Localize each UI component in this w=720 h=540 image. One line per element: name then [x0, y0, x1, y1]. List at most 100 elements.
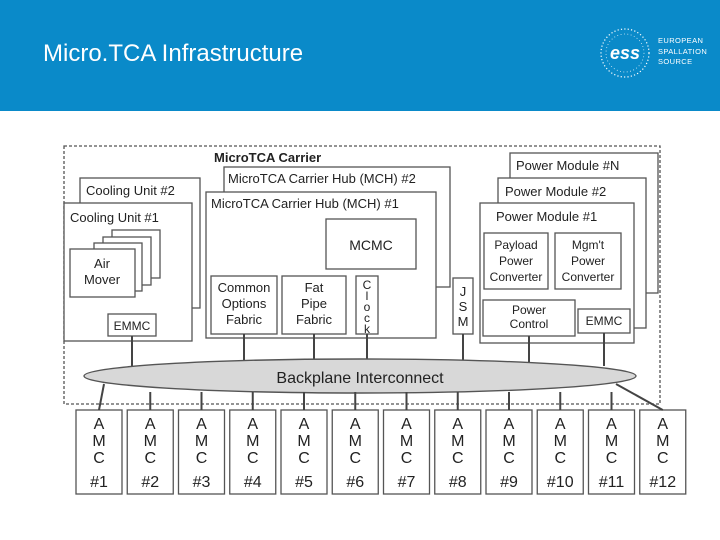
jsm-label: M [458, 314, 469, 329]
power-emmc [577, 308, 631, 334]
amc-slot-label: M [92, 433, 105, 450]
amc-slot-number: #5 [295, 474, 313, 491]
mgmt-power-converter-label: Converter [562, 270, 615, 284]
mgmt-power-converter [554, 232, 622, 290]
amc-slot-number: #9 [500, 474, 518, 491]
power-module-n-label: Power Module #N [516, 158, 619, 173]
amc-slot-label: C [144, 450, 156, 467]
amc-slot-number: #10 [547, 474, 574, 491]
common-options-fabric [210, 275, 278, 335]
amc-slot-label: C [196, 450, 208, 467]
common-options-fabric-label: Options [222, 296, 267, 311]
payload-power-converter [483, 232, 549, 290]
mch-2-label: MicroTCA Carrier Hub (MCH) #2 [228, 171, 416, 186]
amc-slot-label: C [401, 450, 413, 467]
clock-label: o [364, 300, 371, 314]
backplane-interconnect [83, 358, 637, 394]
jsm-label: S [459, 299, 468, 314]
amc-slot-label: A [452, 416, 463, 433]
amc-slot-number: #7 [398, 474, 416, 491]
power-emmc-label: EMMC [586, 314, 623, 328]
amc-slot-label: M [297, 433, 310, 450]
carrier-outline [63, 145, 661, 405]
amc-slot-label: A [657, 416, 668, 433]
amc-slot-label: A [145, 416, 156, 433]
amc-slot-label: A [401, 416, 412, 433]
amc-slot [280, 409, 328, 495]
ess-logo-mark: ess [600, 28, 650, 78]
clock-label: C [363, 278, 372, 292]
amc-slot-label: A [606, 416, 617, 433]
amc-slot-number: #6 [346, 474, 364, 491]
logo-line: SPALLATION [658, 46, 708, 56]
payload-power-converter-label: Converter [490, 270, 543, 284]
mgmt-power-converter-label: Mgm't [572, 238, 605, 252]
amc-slot-label: M [656, 433, 669, 450]
amc-slot [382, 409, 431, 495]
amc-slot-number: #4 [244, 474, 262, 491]
amc-slot-label: C [606, 450, 618, 467]
amc-slot-number: #3 [193, 474, 211, 491]
amc-slot-label: A [299, 416, 310, 433]
amc-slot-label: C [93, 450, 105, 467]
logo-line: EUROPEAN [658, 36, 704, 45]
cooling-unit-2-label: Cooling Unit #2 [86, 183, 175, 198]
amc-slot-label: A [196, 416, 207, 433]
jsm-label: J [460, 284, 467, 299]
amc-slot-label: M [554, 433, 567, 450]
amc-slot-label: C [554, 450, 566, 467]
common-options-fabric-label: Common [218, 280, 271, 295]
logo-line: SOURCE [658, 57, 693, 66]
amc-slot-label: A [350, 416, 361, 433]
mch-1-label: MicroTCA Carrier Hub (MCH) #1 [211, 196, 399, 211]
amc-slot [331, 409, 379, 495]
mcmc-label: MCMC [349, 237, 393, 253]
amc-slot-label: C [657, 450, 669, 467]
payload-power-converter-label: Payload [494, 238, 537, 252]
amc-slot-label: C [298, 450, 310, 467]
ess-logo-text: EUROPEAN SPALLATION SOURCE [658, 36, 707, 68]
amc-slot [485, 409, 533, 495]
amc-slot-label: M [349, 433, 362, 450]
amc-connector-line [98, 383, 105, 411]
amc-slot [434, 409, 482, 495]
slide-title: Micro.TCA Infrastructure [43, 40, 304, 67]
amc-slot-number: #11 [599, 474, 625, 491]
amc-slot [639, 409, 687, 495]
amc-slot-label: M [144, 433, 157, 450]
mgmt-power-converter-label: Power [571, 254, 605, 268]
amc-slot-label: C [349, 450, 361, 467]
amc-slot-number: #8 [449, 474, 467, 491]
clock-label: c [364, 311, 370, 325]
backplane-label: Backplane Interconnect [276, 370, 444, 387]
payload-power-converter-label: Power [499, 254, 533, 268]
power-control-label: Power [512, 303, 546, 317]
ess-logo-wordmark: ess [610, 43, 640, 63]
amc-slot-number: #12 [649, 474, 676, 491]
amc-slot-label: C [503, 450, 515, 467]
amc-slot-label: M [400, 433, 413, 450]
amc-slot-label: M [502, 433, 515, 450]
amc-slot-number: #2 [141, 474, 159, 491]
cooling-unit-1-label: Cooling Unit #1 [70, 210, 159, 225]
amc-slot-label: M [195, 433, 208, 450]
title-bar: Micro.TCA Infrastructure ess EUROPEAN SP… [0, 0, 720, 111]
clock-label: k [364, 322, 371, 336]
air-mover-label: Air [94, 256, 111, 271]
power-control-label: Control [510, 317, 549, 331]
amc-slot-label: M [246, 433, 259, 450]
amc-slot-label: A [247, 416, 258, 433]
cooling-emmc-label: EMMC [114, 319, 151, 333]
amc-connector-line [615, 383, 664, 411]
power-module-2-label: Power Module #2 [505, 184, 606, 199]
air-mover-label: Mover [84, 272, 121, 287]
amc-slot [587, 409, 636, 495]
amc-slot-number: #1 [90, 474, 108, 491]
amc-slot [126, 409, 174, 495]
amc-slot-label: A [504, 416, 515, 433]
power-module-1-label: Power Module #1 [496, 209, 597, 224]
amc-slot-label: C [452, 450, 464, 467]
amc-slot [229, 409, 277, 495]
fat-pipe-fabric-label: Fat [305, 280, 324, 295]
